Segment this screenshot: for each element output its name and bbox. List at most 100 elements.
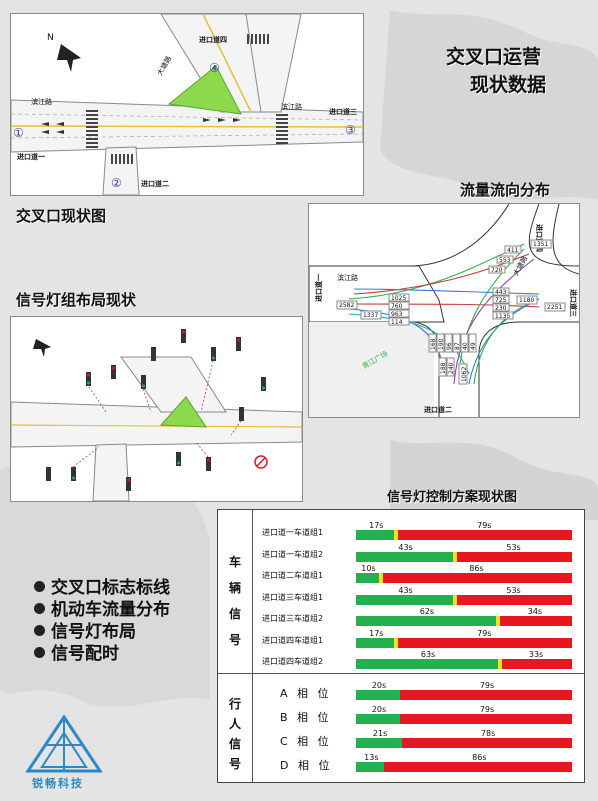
vehicle-timing-bar (356, 637, 572, 648)
red-segment (399, 690, 572, 700)
flow-value: 49 (470, 342, 477, 350)
green-duration-label: 63s (420, 650, 436, 659)
signal-layout-panel (10, 316, 303, 502)
flow-value: 443 (495, 289, 507, 296)
bullet-dot (34, 647, 45, 658)
red-segment (398, 530, 572, 540)
bullet-text: 信号灯布局 (51, 622, 136, 642)
vehicle-label-char: 信 (228, 607, 241, 621)
lane-group-label: 进口道三车道组1 (262, 592, 324, 602)
road-label-dashan: 大塘路 (155, 54, 173, 77)
red-duration-label: 79s (479, 705, 495, 714)
vehicle-timing-bar (356, 551, 572, 562)
lane-group-label: 进口道四车道组2 (262, 657, 324, 666)
yellow-segment (378, 573, 383, 583)
green-duration-label: 17s (369, 628, 384, 638)
flow-value: 1062 (461, 367, 468, 382)
company-logo-text: 锐畅科技 (32, 777, 84, 790)
approach-2-label: 进口道二 (141, 179, 169, 188)
red-segment (456, 594, 572, 605)
red-segment (499, 616, 572, 626)
pedestrian-label-char: 信 (228, 737, 241, 751)
bullet-text: 机动车流量分布 (51, 600, 170, 620)
flow-value: 1135 (495, 313, 510, 320)
red-duration-label: 78s (480, 729, 496, 738)
green-segment (356, 573, 379, 583)
approach-4-number: ④ (209, 61, 220, 75)
green-duration-label: 13s (364, 753, 379, 762)
north-arrow-icon (57, 44, 81, 72)
vehicle-timing-bar (356, 594, 572, 605)
approach-1-number: ① (13, 126, 24, 140)
phase-label: B 相 位 (280, 711, 332, 724)
green-duration-label: 62s (419, 607, 435, 616)
vehicle-timing-bar (356, 616, 572, 626)
flow-diagram: 进口道一 进口道二 进口道三 进口道四 滨江路 大塘路 青江广场 2582 13… (309, 204, 579, 417)
flow-value: 87 (454, 342, 461, 350)
flow-value: 720 (491, 267, 503, 274)
approach-3-label: 进口道三 (329, 107, 357, 116)
page-title-line2: 现状数据 (470, 74, 547, 96)
approach-2-number: ② (111, 176, 122, 190)
yellow-segment (497, 659, 502, 669)
flow-road-dashan: 大塘路 (511, 254, 529, 277)
bullet-dot (34, 625, 45, 636)
flow-road-binjiang: 滨江路 (337, 273, 358, 282)
pedestrian-timing-bar (356, 738, 572, 748)
summary-bullet-list: 交叉口标志标线 机动车流量分布 信号灯布局 信号配时 (34, 577, 170, 665)
flow-value: 188 (440, 362, 447, 374)
vehicle-timing-bar (356, 659, 572, 669)
flow-value: 1351 (533, 241, 548, 248)
north-arrow-icon (33, 339, 51, 357)
flow-value: 963 (391, 311, 403, 318)
green-duration-label: 43s (398, 585, 413, 595)
red-duration-label: 79s (477, 521, 492, 530)
red-segment (398, 637, 572, 648)
flow-distribution-panel: 进口道一 进口道二 进口道三 进口道四 滨江路 大塘路 青江广场 2582 13… (308, 203, 580, 418)
bullet-item: 信号灯布局 (34, 621, 170, 643)
green-segment (356, 637, 395, 648)
flow-value: 1025 (391, 295, 406, 302)
plaza-area (309, 322, 434, 417)
crosswalk (276, 114, 288, 144)
section-signal-plan: 信号灯控制方案现状图 (387, 490, 518, 505)
flow-value: 190 (438, 338, 445, 350)
flow-value: 240 (448, 362, 455, 374)
phase-label: A 相 位 (280, 687, 332, 700)
page-title-line1: 交叉口运营 (446, 46, 542, 68)
approach-3-number: ③ (345, 123, 356, 137)
red-duration-label: 86s (472, 753, 487, 762)
approach-1-label: 进口道一 (17, 152, 45, 161)
pedestrian-timing-bar (356, 690, 572, 700)
red-segment (401, 738, 572, 748)
intersection-map: N (11, 14, 363, 195)
lane-group-label: 进口道四车道组1 (262, 635, 324, 645)
flow-approach-4: 进口道四 (535, 224, 544, 252)
yellow-segment (495, 616, 500, 626)
flow-value: 1337 (363, 312, 378, 319)
flow-value: 2582 (339, 302, 354, 309)
crosswalk (246, 34, 270, 44)
green-segment (356, 551, 453, 562)
green-segment (356, 762, 385, 772)
phase-label: D 相 位 (280, 759, 333, 772)
crosswalk (86, 110, 98, 148)
red-segment (384, 762, 572, 772)
phase-label: C 相 位 (280, 735, 332, 748)
bullet-text: 交叉口标志标线 (51, 578, 170, 598)
vehicle-timing-bar (356, 573, 572, 583)
red-duration-label: 53s (506, 585, 521, 595)
flow-value: 725 (495, 297, 507, 304)
flow-approach-2: 进口道二 (424, 405, 452, 414)
intersection-map-panel: N (10, 13, 364, 196)
green-segment (356, 616, 496, 626)
road-label-binjiang-east: 滨江路 (281, 102, 302, 111)
green-duration-label: 21s (372, 729, 388, 738)
table-divider-vertical (252, 510, 253, 782)
no-turn-sign-icon (254, 455, 268, 469)
flow-value: 1180 (519, 297, 534, 304)
flow-approach-3: 进口道三 (569, 289, 578, 317)
pedestrian-label-char: 行 (228, 697, 241, 711)
bullet-item: 机动车流量分布 (34, 599, 170, 621)
